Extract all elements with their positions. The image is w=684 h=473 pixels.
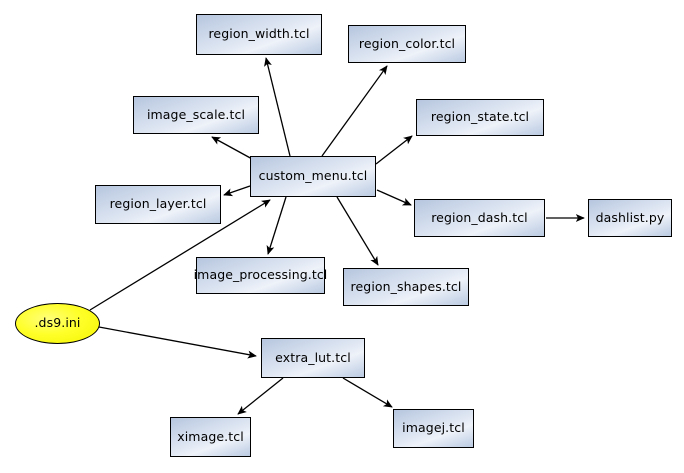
node-region-shapes[interactable]: region_shapes.tcl <box>343 268 469 306</box>
node-imagej[interactable]: imagej.tcl <box>393 409 474 448</box>
node-custom-menu[interactable]: custom_menu.tcl <box>250 156 376 197</box>
node-region-dash[interactable]: region_dash.tcl <box>414 199 545 237</box>
node-label: region_color.tcl <box>358 35 456 51</box>
node-label: image_scale.tcl <box>146 106 246 122</box>
edge-custom_menu-to-region_color <box>321 65 388 157</box>
edge-custom_menu-to-region_width <box>264 57 291 157</box>
node-label: region_width.tcl <box>208 26 310 42</box>
node-label: image_processing.tcl <box>193 267 328 283</box>
node-region-layer[interactable]: region_layer.tcl <box>95 185 221 224</box>
edge-custom_menu-to-image_processing <box>266 196 287 255</box>
edge-custom_menu-to-region_dash <box>376 189 412 206</box>
edge-ds9ini-to-extra_lut <box>98 326 257 359</box>
node-region-color[interactable]: region_color.tcl <box>348 25 466 63</box>
node-label: region_layer.tcl <box>109 196 207 212</box>
node-label: region_dash.tcl <box>431 209 528 225</box>
edge-custom_menu-to-region_state <box>375 135 413 165</box>
node-image-processing[interactable]: image_processing.tcl <box>193 257 328 294</box>
node-label: imagej.tcl <box>402 420 465 436</box>
node-region-width[interactable]: region_width.tcl <box>196 14 322 55</box>
edge-extra_lut-to-ximage <box>237 377 284 415</box>
node-label: extra_lut.tcl <box>275 349 351 365</box>
node-label: region_state.tcl <box>430 109 530 125</box>
node-region-state[interactable]: region_state.tcl <box>416 99 544 136</box>
node-dashlist[interactable]: dashlist.py <box>588 199 672 237</box>
edge-custom_menu-to-region_layer <box>223 185 251 197</box>
node-extra-lut[interactable]: extra_lut.tcl <box>261 338 365 378</box>
node-label: region_shapes.tcl <box>350 278 462 294</box>
edge-extra_lut-to-imagej <box>342 377 393 408</box>
node-image-scale[interactable]: image_scale.tcl <box>133 96 259 134</box>
edge-custom_menu-to-image_scale <box>211 136 255 161</box>
node-ximage[interactable]: ximage.tcl <box>170 417 251 457</box>
edge-custom_menu-to-region_shapes <box>336 196 379 266</box>
node-label: .ds9.ini <box>34 315 81 331</box>
node-label: dashlist.py <box>595 209 665 225</box>
node-label: custom_menu.tcl <box>258 168 368 184</box>
node-ds9-ini[interactable]: .ds9.ini <box>15 303 100 344</box>
node-label: ximage.tcl <box>177 428 244 444</box>
